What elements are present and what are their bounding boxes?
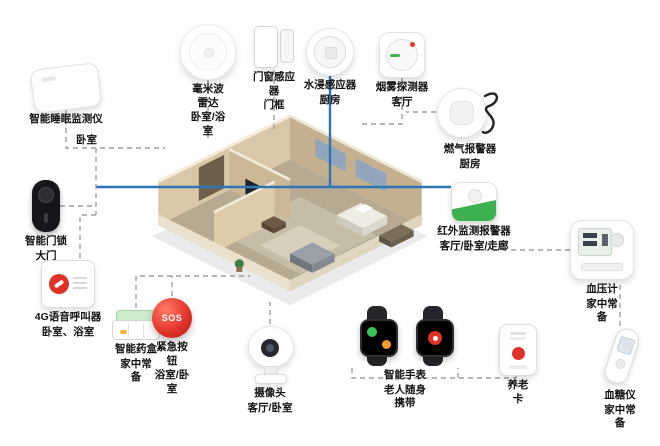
gas-alarm-icon <box>437 84 503 140</box>
device-camera: 摄像头 客厅/卧室 <box>238 326 302 415</box>
device-gas-alarm: 燃气报警器 厨房 <box>436 84 504 171</box>
device-label: 毫米波雷达 <box>192 83 224 109</box>
device-label: 智能睡眠监测仪 <box>29 113 103 125</box>
device-elder-card: 养老卡 <box>498 324 538 406</box>
device-location: 客厅 <box>391 95 413 108</box>
pillbox-icon <box>112 310 162 340</box>
device-location: 老人随身携带 <box>384 383 426 410</box>
device-infrared-alarm: 红外监测报警器 客厅/卧室/走廊 <box>428 182 520 253</box>
bp-monitor-icon <box>570 220 634 280</box>
smoke-detector-icon <box>379 32 425 78</box>
smart-watch-icon <box>353 306 457 366</box>
water-sensor-icon <box>306 28 354 76</box>
device-label: 摄像头 <box>254 387 286 399</box>
device-location: 卧室、浴室 <box>41 325 95 338</box>
device-smart-lock: 智能门锁 大门 <box>16 180 76 263</box>
device-label: 红外监测报警器 <box>437 225 511 237</box>
device-label: 智能门锁 <box>25 235 67 247</box>
device-location: 卧室/浴室 <box>190 111 226 137</box>
device-label: 血糖仪 <box>604 389 636 401</box>
device-voice-caller-4g: 4G语音呼叫器 卧室、浴室 <box>22 260 114 339</box>
device-water-leak-sensor: 水浸感应器 厨房 <box>300 28 360 107</box>
device-door-window-sensor: 门窗感应器 门框 <box>246 26 302 113</box>
floorplan-3d-view <box>152 114 428 306</box>
device-location: 厨房 <box>459 157 481 170</box>
device-location: 家中常备 <box>604 403 636 430</box>
smart-watch-2-icon <box>411 306 455 366</box>
device-label: 紧急按钮 <box>156 341 188 367</box>
device-label: 燃气报警器 <box>443 143 497 155</box>
device-label: 养老卡 <box>507 379 529 405</box>
smart-watch-1-icon <box>355 306 399 366</box>
device-location: 浴室/卧室 <box>154 369 190 395</box>
device-smart-watch: 智能手表 老人随身携带 <box>350 306 460 411</box>
device-label: 智能药盒 <box>115 343 157 355</box>
camera-icon <box>244 326 296 384</box>
door-sensor-icon <box>252 26 296 68</box>
device-label: 水浸感应器 <box>303 79 357 91</box>
device-label: 智能手表 <box>384 369 426 381</box>
bedroom-tag: 卧室 <box>76 134 97 146</box>
device-label: 烟雾探测器 <box>375 81 429 93</box>
device-location: 家中常备 <box>120 357 152 384</box>
device-location: 客厅/卧室 <box>247 401 293 414</box>
infrared-alarm-icon <box>451 182 497 222</box>
device-glucose-meter: 血糖仪 家中常备 <box>588 325 652 431</box>
device-location: 门框 <box>263 99 285 112</box>
device-label: 4G语音呼叫器 <box>34 311 102 323</box>
device-location: 大门 <box>35 249 57 262</box>
smart-lock-icon <box>32 180 60 232</box>
device-label: 血压计 <box>586 283 618 295</box>
device-location: 客厅/卧室/走廊 <box>439 239 509 252</box>
device-smoke-detector: 烟雾探测器 客厅 <box>372 32 432 109</box>
voice-caller-icon <box>41 260 95 308</box>
glucose-meter-icon <box>592 325 648 387</box>
sleep-monitor-icon <box>29 62 103 114</box>
device-bp-monitor: 血压计 家中常备 <box>570 220 634 325</box>
device-sleep-monitor: 智能睡眠监测仪 <box>8 62 124 127</box>
elder-card-icon <box>499 324 537 376</box>
device-emergency-button: SOS 紧急按钮 浴室/卧室 <box>152 298 192 397</box>
radar-icon <box>180 24 236 80</box>
sos-button-text: SOS <box>161 313 183 323</box>
device-smart-pillbox: 智能药盒 家中常备 <box>106 310 166 385</box>
sos-button-icon: SOS <box>152 298 192 338</box>
device-mmwave-radar: 毫米波雷达 卧室/浴室 <box>176 24 240 139</box>
device-label: 门窗感应器 <box>253 71 295 97</box>
device-location: 家中常备 <box>586 297 618 324</box>
device-location: 厨房 <box>319 93 341 106</box>
